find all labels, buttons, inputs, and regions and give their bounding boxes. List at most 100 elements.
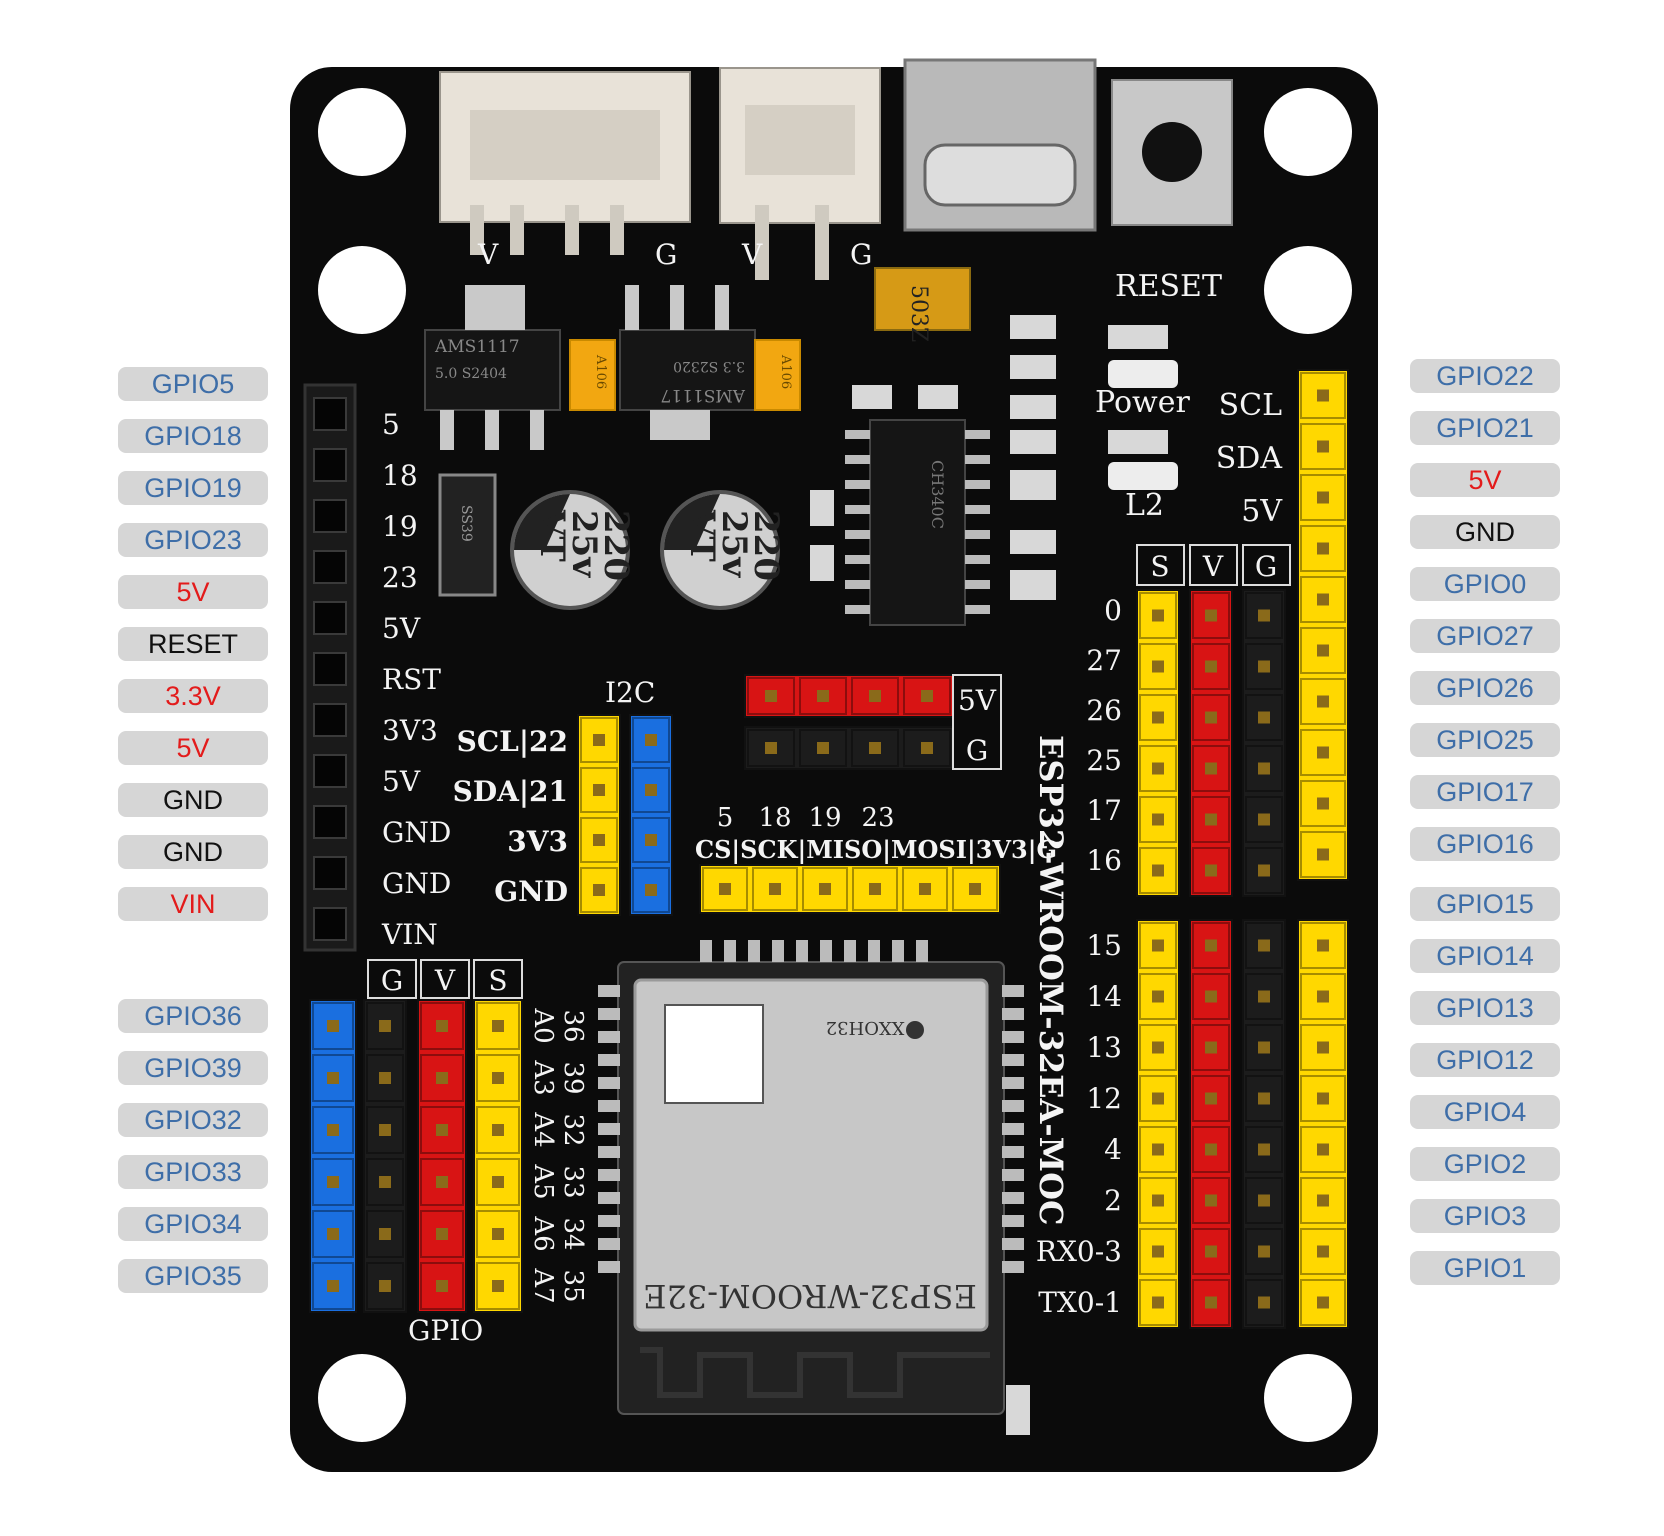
left-pin-label: GPIO34 (118, 1207, 268, 1241)
header-pin (1317, 797, 1329, 810)
electrolytic-cap-2 (660, 490, 780, 610)
header-pin (1317, 939, 1329, 952)
adc-pin-number: 33 (558, 1165, 588, 1198)
i2c-title: I2C (605, 676, 655, 709)
header-pin (327, 1176, 339, 1188)
module-pad (598, 1215, 620, 1227)
left-pin-label: RESET (118, 627, 268, 661)
header-pin (1317, 440, 1329, 453)
usb-serial-chip (869, 419, 966, 626)
header-pin (1152, 1194, 1164, 1207)
diode (438, 473, 497, 597)
right-pin-label: GPIO27 (1410, 619, 1560, 653)
header-pin (1205, 990, 1217, 1003)
left-pin-label: 3.3V (118, 679, 268, 713)
header-pin (492, 1228, 504, 1240)
right-pin-label: GPIO22 (1410, 359, 1560, 393)
module-pad (598, 1054, 620, 1066)
header-pin (1258, 1041, 1270, 1054)
module-pad (844, 940, 856, 962)
header-pin (1317, 491, 1329, 504)
regulator-1-sub: 5.0 S2404 (435, 366, 507, 382)
spi-header (699, 864, 1001, 914)
model-text: ESP32-WROOM-32EA-MOC (1032, 735, 1070, 1225)
adc-pin-number: 39 (558, 1061, 588, 1094)
header-pin (1317, 389, 1329, 402)
header-pin (327, 1020, 339, 1032)
header-pin (1317, 593, 1329, 606)
header-pin (492, 1124, 504, 1136)
cap-2-text: 220 (746, 510, 786, 581)
spi-pin-number: 23 (861, 803, 894, 833)
header-pin (921, 690, 933, 702)
left-pin-label: GPIO18 (118, 419, 268, 453)
cap-1-text: 25v (564, 510, 604, 578)
i2c-pin-label: 3V3 (507, 825, 568, 858)
header-pin (1258, 864, 1270, 877)
module-pads (598, 940, 1024, 1273)
adc-name: A6 (528, 1215, 558, 1251)
header-pin (1205, 1143, 1217, 1156)
power-led-label: Power (1095, 385, 1190, 420)
header-pin (1258, 711, 1270, 724)
power-bus-5v-row (744, 674, 954, 718)
header-pin (1152, 1092, 1164, 1105)
l2-led-label: L2 (1125, 488, 1164, 523)
fuse-text: 503Z (906, 285, 931, 342)
module-pad (1002, 1261, 1024, 1273)
module-name: ESP32-WROOM-32E (643, 1277, 977, 1315)
socket (313, 499, 347, 533)
adc-name: A4 (528, 1111, 558, 1147)
power-led (1108, 360, 1178, 388)
module-pad (598, 1100, 620, 1112)
right-pin-label: GPIO16 (1410, 827, 1560, 861)
i2c-blue-row (629, 714, 673, 916)
header-pin (492, 1072, 504, 1084)
header-pin (645, 884, 657, 896)
header-pin (1258, 660, 1270, 673)
power-connector-label: G (850, 238, 872, 271)
mounting-hole (1264, 1354, 1352, 1442)
header-pin (1205, 660, 1217, 673)
header-pin (1258, 1194, 1270, 1207)
gpio-header-label: G (381, 964, 403, 997)
right-pin-label: GND (1410, 515, 1560, 549)
mounting-holes (318, 88, 1352, 1442)
socket (313, 907, 347, 941)
socket (313, 397, 347, 431)
header-pin (1205, 864, 1217, 877)
gpio-g-row (363, 999, 407, 1313)
gpio-s-row (473, 999, 523, 1313)
header-pin (327, 1072, 339, 1084)
header-pin (817, 742, 829, 754)
header-pin (1152, 711, 1164, 724)
header-pin (1317, 1245, 1329, 1258)
left-header-pin-label: 18 (382, 459, 418, 492)
header-pin (593, 734, 605, 746)
diode-text: SS39 (458, 505, 474, 542)
header-pin (1317, 542, 1329, 555)
module-pad (598, 1146, 620, 1158)
electrolytic-cap-1 (510, 490, 630, 610)
left-header-pin-label: GND (382, 867, 451, 900)
left-pin-label: GPIO39 (118, 1051, 268, 1085)
header-pin (969, 883, 981, 895)
left-header-pin-label: 19 (382, 510, 418, 543)
module-pad (1002, 1054, 1024, 1066)
left-header-pin-label: GND (382, 816, 451, 849)
regulator-2-sub: 3.3 S2320 (673, 358, 745, 374)
left-header-pin-label: 5V (382, 765, 421, 798)
mounting-hole (318, 1354, 406, 1442)
header-pin (919, 883, 931, 895)
left-pin-label: VIN (118, 887, 268, 921)
chip-pins (845, 430, 990, 614)
module-pad (772, 940, 784, 962)
left-pin-label: 5V (118, 731, 268, 765)
i2c-pin-label: SCL|22 (457, 725, 568, 758)
header-pin (1152, 660, 1164, 673)
header-pin (921, 742, 933, 754)
left-pin-label: GPIO5 (118, 367, 268, 401)
gpio-v-row (417, 999, 467, 1313)
module-pad (1002, 1031, 1024, 1043)
regulator-1 (424, 285, 561, 450)
